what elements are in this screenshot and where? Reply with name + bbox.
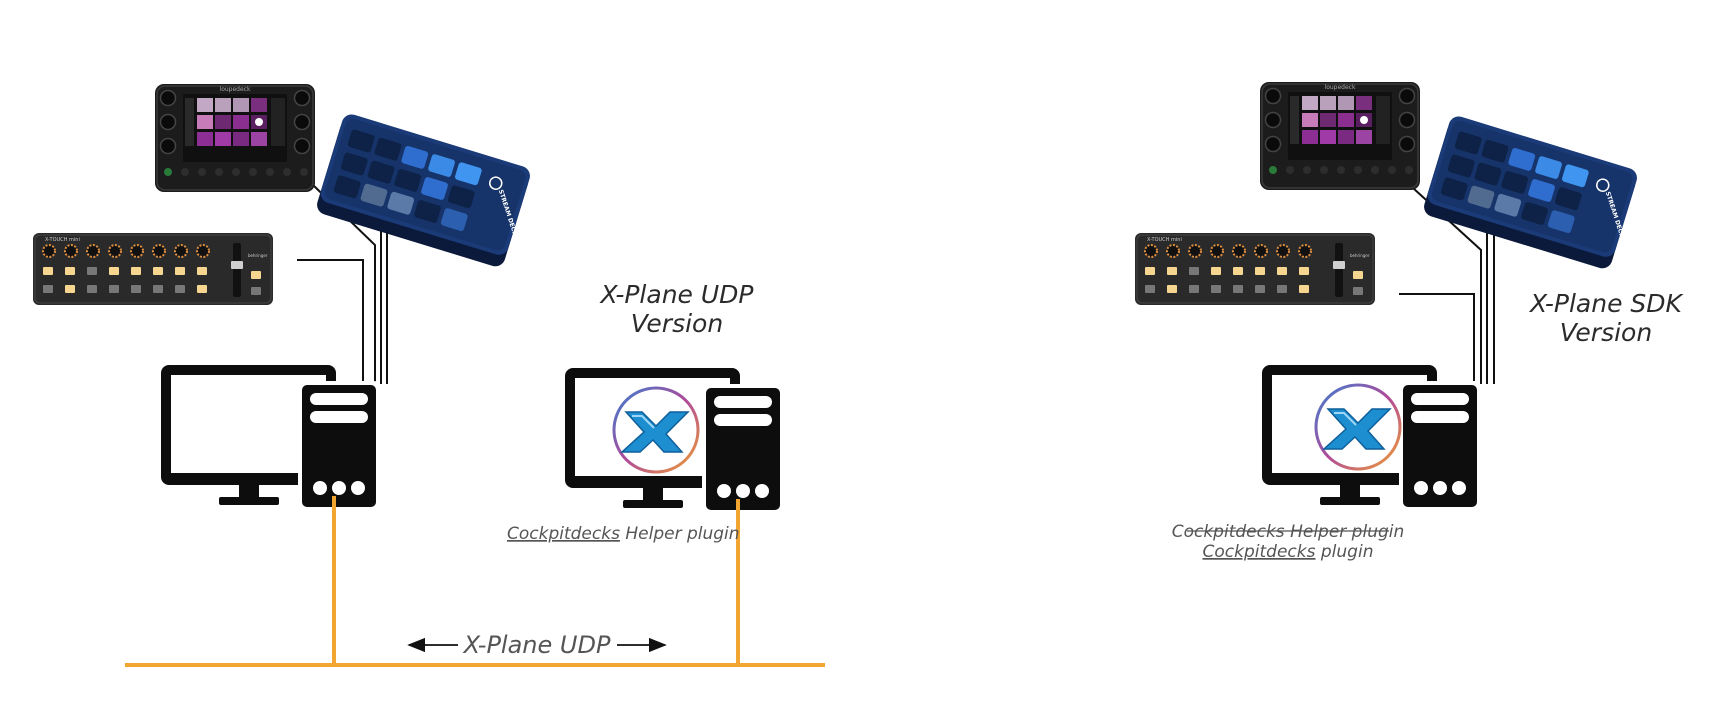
udp-version-title-line1: X-Plane UDP: [599, 280, 755, 309]
udp-version-title-line2: Version: [631, 309, 723, 338]
xtouch-brand-right: X-TOUCH mini: [1147, 237, 1182, 243]
right-panel: loupedeck STREAM DECK X-TOUCH mini behri…: [1134, 81, 1685, 562]
cockpitdecks-plugin-word: Cockpitdecks: [1203, 542, 1316, 562]
loupedeck-device-right: loupedeck: [1259, 81, 1421, 191]
streamdeck-device: STREAM DECK: [313, 111, 534, 270]
helper-plugin-label-right-struck: Cockpitdecks Helper plugin: [1172, 522, 1405, 542]
cockpitdecks-plugin-label: Cockpitdecks plugin: [1203, 542, 1374, 562]
xplane-logo-icon: [612, 386, 700, 474]
helper-plugin-word-right: Cockpitdecks: [1172, 522, 1285, 542]
xtouch-maker-right: behringer: [1350, 253, 1370, 258]
left-panel: loupedeck STREAM DECK X-TOUCH mini behri…: [32, 83, 825, 667]
loupedeck-brand: loupedeck: [220, 86, 251, 93]
xplane-logo-icon-right: [1314, 383, 1402, 471]
xplane-computer: [565, 368, 784, 514]
helper-plugin-word: Cockpitdecks: [507, 524, 620, 544]
helper-plugin-rest: Helper plugin: [620, 524, 740, 544]
cockpitdecks-computer: [161, 365, 380, 511]
helper-plugin-rest-right: Helper plugin: [1285, 522, 1405, 542]
cockpitdecks-plugin-rest: plugin: [1315, 542, 1373, 562]
sdk-version-title-line2: Version: [1560, 318, 1652, 347]
loupedeck-brand-right: loupedeck: [1325, 84, 1356, 91]
helper-plugin-label-right: Cockpitdecks Helper plugin: [1172, 522, 1405, 542]
helper-plugin-label-left: Cockpitdecks Helper plugin: [507, 524, 740, 544]
xtouch-maker: behringer: [248, 253, 268, 258]
udp-label: X-Plane UDP: [462, 631, 611, 659]
xtouch-brand: X-TOUCH mini: [45, 237, 80, 243]
xtouch-mini-device: X-TOUCH mini behringer: [32, 232, 274, 306]
streamdeck-device-right: STREAM DECK: [1420, 113, 1641, 272]
network-line-left: [125, 496, 825, 667]
loupedeck-device: loupedeck: [154, 83, 316, 193]
sdk-version-title-line1: X-Plane SDK: [1528, 289, 1684, 318]
xplane-sdk-computer: [1262, 365, 1481, 511]
xtouch-mini-device-right: X-TOUCH mini behringer: [1134, 232, 1376, 306]
